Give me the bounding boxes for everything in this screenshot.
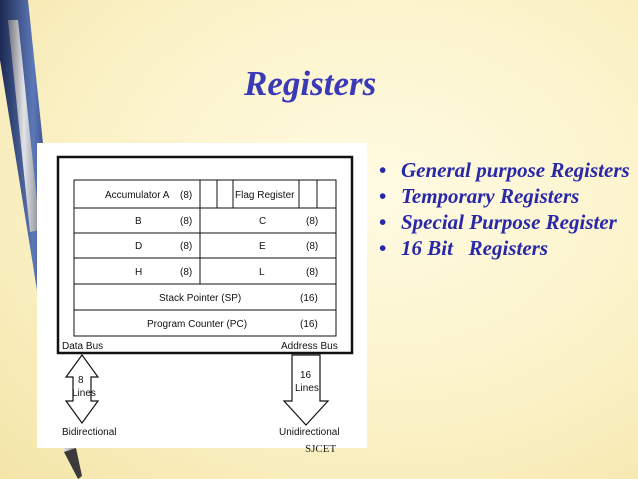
reg-h-label: H (135, 267, 142, 278)
reg-l-bits: (8) (306, 267, 318, 278)
reg-accumulator-bits: (8) (180, 190, 192, 201)
bullet-item: • Temporary Registers (377, 184, 632, 208)
data-bus-label: Data Bus (62, 341, 103, 352)
bullet-text: General purpose Registers (401, 158, 630, 182)
reg-d-label: D (135, 241, 142, 252)
reg-b-label: B (135, 216, 142, 227)
reg-d-bits: (8) (180, 241, 192, 252)
reg-sp-label: Stack Pointer (SP) (159, 293, 241, 304)
reg-e-bits: (8) (306, 241, 318, 252)
bullet-item: • Special Purpose Register (377, 210, 632, 234)
slide-footer: SJCET (305, 443, 337, 455)
reg-c-bits: (8) (306, 216, 318, 227)
address-lines-count: 16 (300, 370, 312, 381)
bidirectional-arrow-icon (64, 353, 100, 425)
bullet-list: • General purpose Registers • Temporary Re… (377, 158, 632, 262)
reg-sp-bits: (16) (300, 293, 318, 304)
bullet-dot-icon: • (379, 158, 387, 182)
reg-accumulator-label: Accumulator A (105, 190, 170, 201)
address-bus-label: Address Bus (281, 341, 338, 352)
unidirectional-arrow-icon (282, 354, 330, 426)
bullet-item: • 16 Bit Registers (377, 236, 632, 260)
slide-title: Registers (244, 64, 377, 103)
reg-pc-label: Program Counter (PC) (147, 319, 247, 330)
cpu-frame (56, 155, 354, 355)
reg-flag-label: Flag Register (235, 190, 295, 201)
address-direction-label: Unidirectional (279, 427, 340, 438)
register-diagram: Accumulator A (8) Flag Register B (8) C … (56, 155, 354, 438)
reg-c-label: C (259, 216, 266, 227)
data-lines-count: 8 (78, 375, 84, 386)
bullet-item: • General purpose Registers (377, 158, 632, 182)
register-diagram-panel: Accumulator A (8) Flag Register B (8) C … (37, 143, 367, 448)
data-direction-label: Bidirectional (62, 427, 116, 438)
reg-h-bits: (8) (180, 267, 192, 278)
reg-b-bits: (8) (180, 216, 192, 227)
bullet-dot-icon: • (379, 236, 387, 260)
bullet-text: 16 Bit Registers (401, 236, 549, 260)
address-lines-label: Lines (295, 383, 319, 394)
data-lines-label: Lines (72, 388, 96, 399)
reg-l-label: L (259, 267, 265, 278)
bullet-dot-icon: • (379, 184, 387, 208)
reg-e-label: E (259, 241, 266, 252)
bullet-dot-icon: • (379, 210, 387, 234)
reg-pc-bits: (16) (300, 319, 318, 330)
bullet-text: Special Purpose Register (401, 210, 617, 234)
bullet-text: Temporary Registers (401, 184, 580, 208)
